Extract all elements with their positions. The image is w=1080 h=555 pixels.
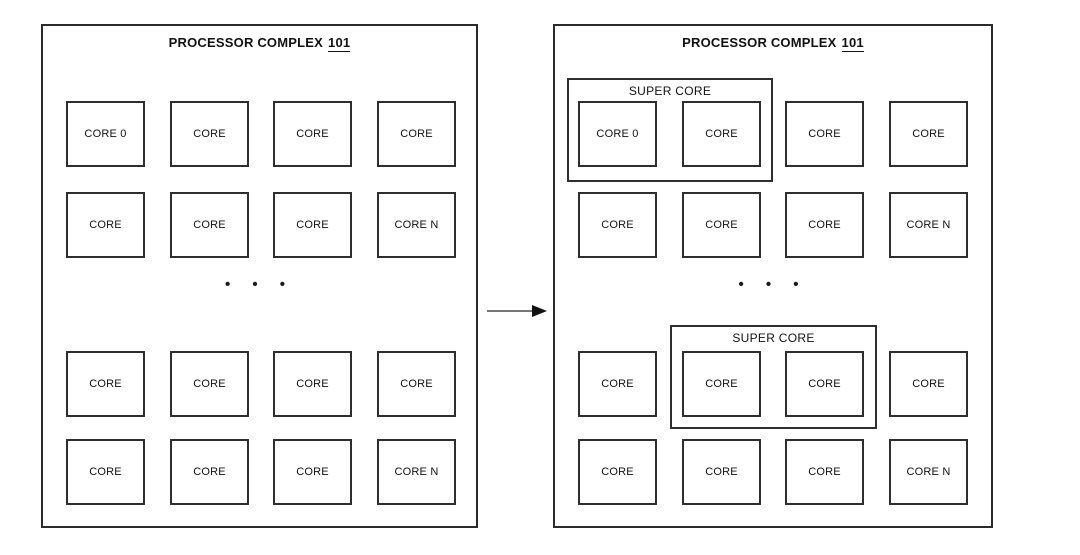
core-label: CORE [193,219,226,231]
core-label: CORE N [906,466,951,478]
processor-complex-after: PROCESSOR COMPLEX 101 SUPER CORE SUPER CO… [553,24,993,528]
core-box: CORE [273,101,352,167]
core-label: CORE [912,128,945,140]
core-box: CORE [785,439,864,505]
panel-title-text: PROCESSOR COMPLEX [168,35,324,50]
core-box: CORE [377,101,456,167]
core-box: CORE [578,351,657,417]
core-label: CORE [400,378,433,390]
core-label: CORE [296,128,329,140]
core-label: CORE [296,378,329,390]
core-label: CORE [296,219,329,231]
core-box: CORE [578,192,657,258]
core-box: CORE [785,351,864,417]
core-box: CORE [273,351,352,417]
core-box: CORE N [889,192,968,258]
panel-title-text: PROCESSOR COMPLEX [682,35,837,50]
right-arrow-icon [487,305,547,317]
core-box: CORE [889,101,968,167]
core-label: CORE [705,466,738,478]
core-box: CORE [273,439,352,505]
core-box: CORE [889,351,968,417]
core-label: CORE [912,378,945,390]
core-box: CORE [578,439,657,505]
core-box: CORE [170,351,249,417]
core-label: CORE [705,378,738,390]
core-label: CORE [601,219,634,231]
ellipsis-dots: • • • [738,276,808,293]
core-box: CORE [682,192,761,258]
core-box: CORE [170,101,249,167]
core-label: CORE [193,378,226,390]
core-label: CORE [808,378,841,390]
core-label: CORE [601,378,634,390]
core-box: CORE N [889,439,968,505]
core-label: CORE [808,466,841,478]
core-label: CORE [808,128,841,140]
core-box: CORE 0 [66,101,145,167]
core-box: CORE [170,192,249,258]
core-box: CORE [273,192,352,258]
core-box: CORE [66,192,145,258]
core-box: CORE N [377,192,456,258]
core-label: CORE [193,128,226,140]
core-label: CORE [89,219,122,231]
core-label: CORE [296,466,329,478]
core-box: CORE [377,351,456,417]
super-core-label: SUPER CORE [628,84,712,98]
core-label: CORE [89,466,122,478]
core-box: CORE [66,351,145,417]
core-label: CORE 0 [84,128,127,140]
core-box: CORE [785,101,864,167]
core-box: CORE [682,439,761,505]
core-box: CORE [682,351,761,417]
core-label: CORE [705,219,738,231]
panel-title: PROCESSOR COMPLEX 101 [43,35,476,52]
core-box: CORE N [377,439,456,505]
core-label: CORE [705,128,738,140]
core-label: CORE [193,466,226,478]
core-label: CORE N [394,466,439,478]
core-box: CORE [66,439,145,505]
core-label: CORE [89,378,122,390]
core-label: CORE 0 [596,128,639,140]
core-box: CORE [170,439,249,505]
transform-arrow [486,301,550,321]
processor-complex-before: PROCESSOR COMPLEX 101 CORE 0 CORE CORE CO… [41,24,478,528]
core-label: CORE [601,466,634,478]
reference-numeral: 101 [841,35,864,52]
core-box: CORE [682,101,761,167]
super-core-label: SUPER CORE [732,331,815,345]
core-label: CORE [808,219,841,231]
reference-numeral: 101 [328,35,351,52]
core-label: CORE N [394,219,439,231]
core-box: CORE [785,192,864,258]
core-box: CORE 0 [578,101,657,167]
core-label: CORE [400,128,433,140]
ellipsis-dots: • • • [224,276,295,293]
core-label: CORE N [906,219,951,231]
panel-title: PROCESSOR COMPLEX 101 [555,35,991,52]
